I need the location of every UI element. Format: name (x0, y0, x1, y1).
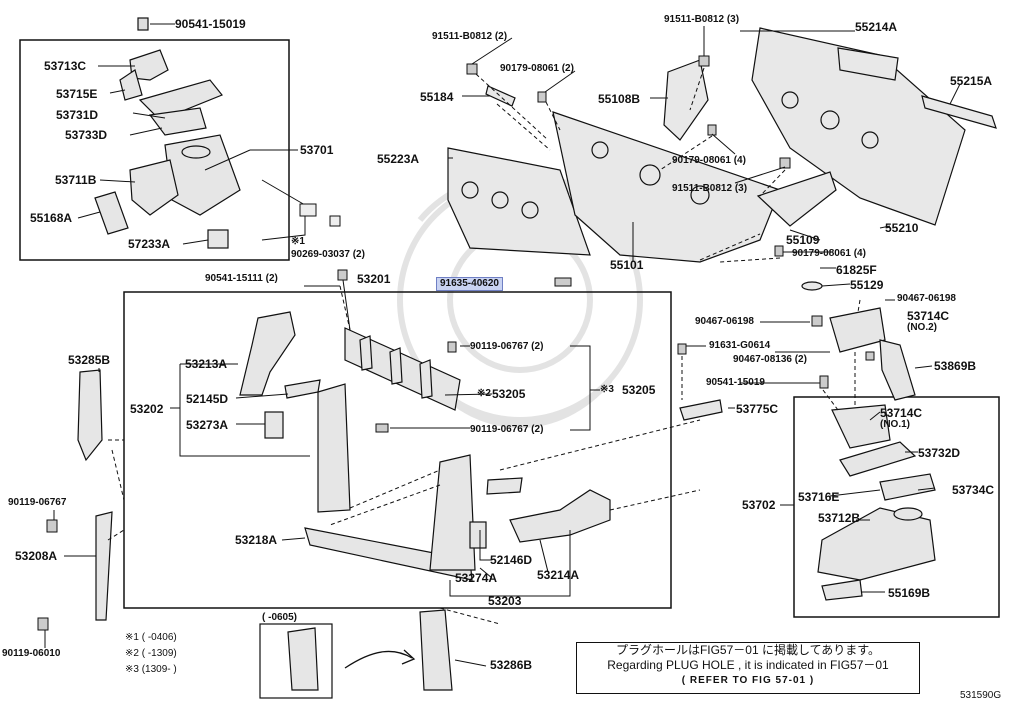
label-90179-08061-4a[interactable]: 90179-08061 (4) (672, 155, 746, 166)
leaders-53701 (77, 23, 306, 245)
rad-leaders (44, 279, 936, 667)
label-90269-03037[interactable]: 90269-03037 (2) (291, 249, 365, 260)
label-53712B[interactable]: 53712B (818, 511, 861, 525)
label-53208A[interactable]: 53208A (15, 549, 58, 563)
label-53715E[interactable]: 53715E (56, 87, 98, 101)
box-0605 (259, 623, 333, 699)
label-53733D[interactable]: 53733D (65, 128, 108, 142)
label-53731D[interactable]: 53731D (56, 108, 99, 122)
label-91631-G0614[interactable]: 91631-G0614 (709, 340, 771, 351)
label-55108B[interactable]: 55108B (598, 92, 641, 106)
note-line-jp: プラグホールはFIG57－01 に掲載してあります。 (615, 643, 881, 657)
label-53714C-no1[interactable]: 53714C (880, 406, 923, 420)
label-90541-15019-top[interactable]: 90541-15019 (175, 17, 246, 31)
label-90119-06767-a[interactable]: 90119-06767 (2) (470, 341, 544, 352)
label-52146D[interactable]: 52146D (490, 553, 533, 567)
dash-dashed-lines (475, 67, 786, 263)
mark-x2: ※2 (477, 388, 491, 399)
label-55184[interactable]: 55184 (420, 90, 454, 104)
label-91511-B0812-3b[interactable]: 91511-B0812 (3) (672, 183, 748, 194)
label-53775C[interactable]: 53775C (736, 402, 779, 416)
label-90467-08136[interactable]: 90467-08136 (2) (733, 354, 807, 365)
label-52145D[interactable]: 52145D (186, 392, 229, 406)
label-53201[interactable]: 53201 (357, 272, 391, 286)
bracket-shapes-right (679, 307, 936, 601)
label-55210[interactable]: 55210 (885, 221, 919, 235)
label-53732D[interactable]: 53732D (918, 446, 961, 460)
label-90541-15019-right[interactable]: 90541-15019 (706, 377, 765, 388)
label-53702[interactable]: 53702 (742, 498, 776, 512)
label-55215A[interactable]: 55215A (950, 74, 993, 88)
label-90179-08061-4b[interactable]: 90179-08061 (4) (792, 248, 866, 259)
label-91511-B0812-3a[interactable]: 91511-B0812 (3) (664, 14, 740, 25)
rad-fasteners (37, 315, 875, 631)
label-53214A[interactable]: 53214A (537, 568, 580, 582)
label-53714C-no1-sub: (NO.1) (880, 419, 910, 430)
label-53202[interactable]: 53202 (130, 402, 164, 416)
dash-leaders (448, 26, 961, 287)
bolt-90541-15019 (137, 17, 149, 31)
small-clip-90269 (299, 203, 341, 227)
label-55223A[interactable]: 55223A (377, 152, 420, 166)
label-53734C[interactable]: 53734C (952, 483, 995, 497)
label-57233A[interactable]: 57233A (128, 237, 171, 251)
label-90467-06198-a[interactable]: 90467-06198 (897, 293, 956, 304)
label-90119-06010[interactable]: 90119-06010 (2, 648, 61, 659)
label-53274A[interactable]: 53274A (455, 571, 498, 585)
label-53714C-no2[interactable]: 53714C (907, 309, 950, 323)
label-53205-x3[interactable]: 53205 (622, 383, 656, 397)
plug-hole-note: プラグホールはFIG57－01 に掲載してあります。 Regarding PLU… (576, 642, 920, 694)
label-53714C-no2-sub: (NO.2) (907, 322, 937, 333)
label-90541-15111[interactable]: 90541-15111 (2) (205, 273, 278, 284)
label-90179-08061-2[interactable]: 90179-08061 (2) (500, 63, 574, 74)
label-53869B[interactable]: 53869B (934, 359, 977, 373)
rad-dashed-lines (107, 285, 861, 625)
note-refer-link[interactable]: ( REFER TO FIG 57-01 ) (681, 675, 815, 686)
label-55109[interactable]: 55109 (786, 233, 820, 247)
label-53203[interactable]: 53203 (488, 594, 522, 608)
label-53701[interactable]: 53701 (300, 143, 334, 157)
label-61825F[interactable]: 61825F (836, 263, 877, 277)
label-91511-B0812-2[interactable]: 91511-B0812 (2) (432, 31, 508, 42)
figure-code: 531590G (960, 690, 1002, 701)
label-55101[interactable]: 55101 (610, 258, 644, 272)
label-53716E[interactable]: 53716E (798, 490, 840, 504)
label-53713C[interactable]: 53713C (44, 59, 87, 73)
label-55169B[interactable]: 55169B (888, 586, 931, 600)
note-line-en: Regarding PLUG HOLE , it is indicated in… (607, 658, 889, 672)
part-53713C-shape (94, 49, 241, 249)
footnote-x2: ※2 ( -1309) (125, 648, 177, 659)
label-53205-x2[interactable]: 53205 (492, 387, 526, 401)
label-53213A[interactable]: 53213A (185, 357, 228, 371)
label-55168A[interactable]: 55168A (30, 211, 73, 225)
label-91635-40620-highlighted[interactable]: 91635-40620 (436, 277, 503, 291)
label-53711B[interactable]: 53711B (55, 173, 97, 187)
label-date-range-0605: ( -0605) (262, 612, 298, 623)
footnote-x1: ※1 ( -0406) (125, 632, 177, 643)
footnote-x3: ※3 (1309- ) (125, 664, 177, 675)
label-53286B[interactable]: 53286B (490, 658, 533, 672)
label-90119-06767-left[interactable]: 90119-06767 (8, 497, 67, 508)
box-53201 (123, 291, 672, 609)
rad-support-shapes (77, 311, 611, 691)
arrow-replacement (344, 650, 413, 669)
label-55129[interactable]: 55129 (850, 278, 884, 292)
dash-panel-shapes (447, 27, 997, 291)
mark-x1-53701: ※1 (291, 236, 305, 247)
mark-x3: ※3 (600, 384, 614, 395)
label-55214A[interactable]: 55214A (855, 20, 898, 34)
label-90119-06767-b[interactable]: 90119-06767 (2) (470, 424, 544, 435)
label-53285B[interactable]: 53285B (68, 353, 111, 367)
label-90467-06198-b[interactable]: 90467-06198 (695, 316, 754, 327)
label-53273A[interactable]: 53273A (186, 418, 229, 432)
label-53218A[interactable]: 53218A (235, 533, 278, 547)
